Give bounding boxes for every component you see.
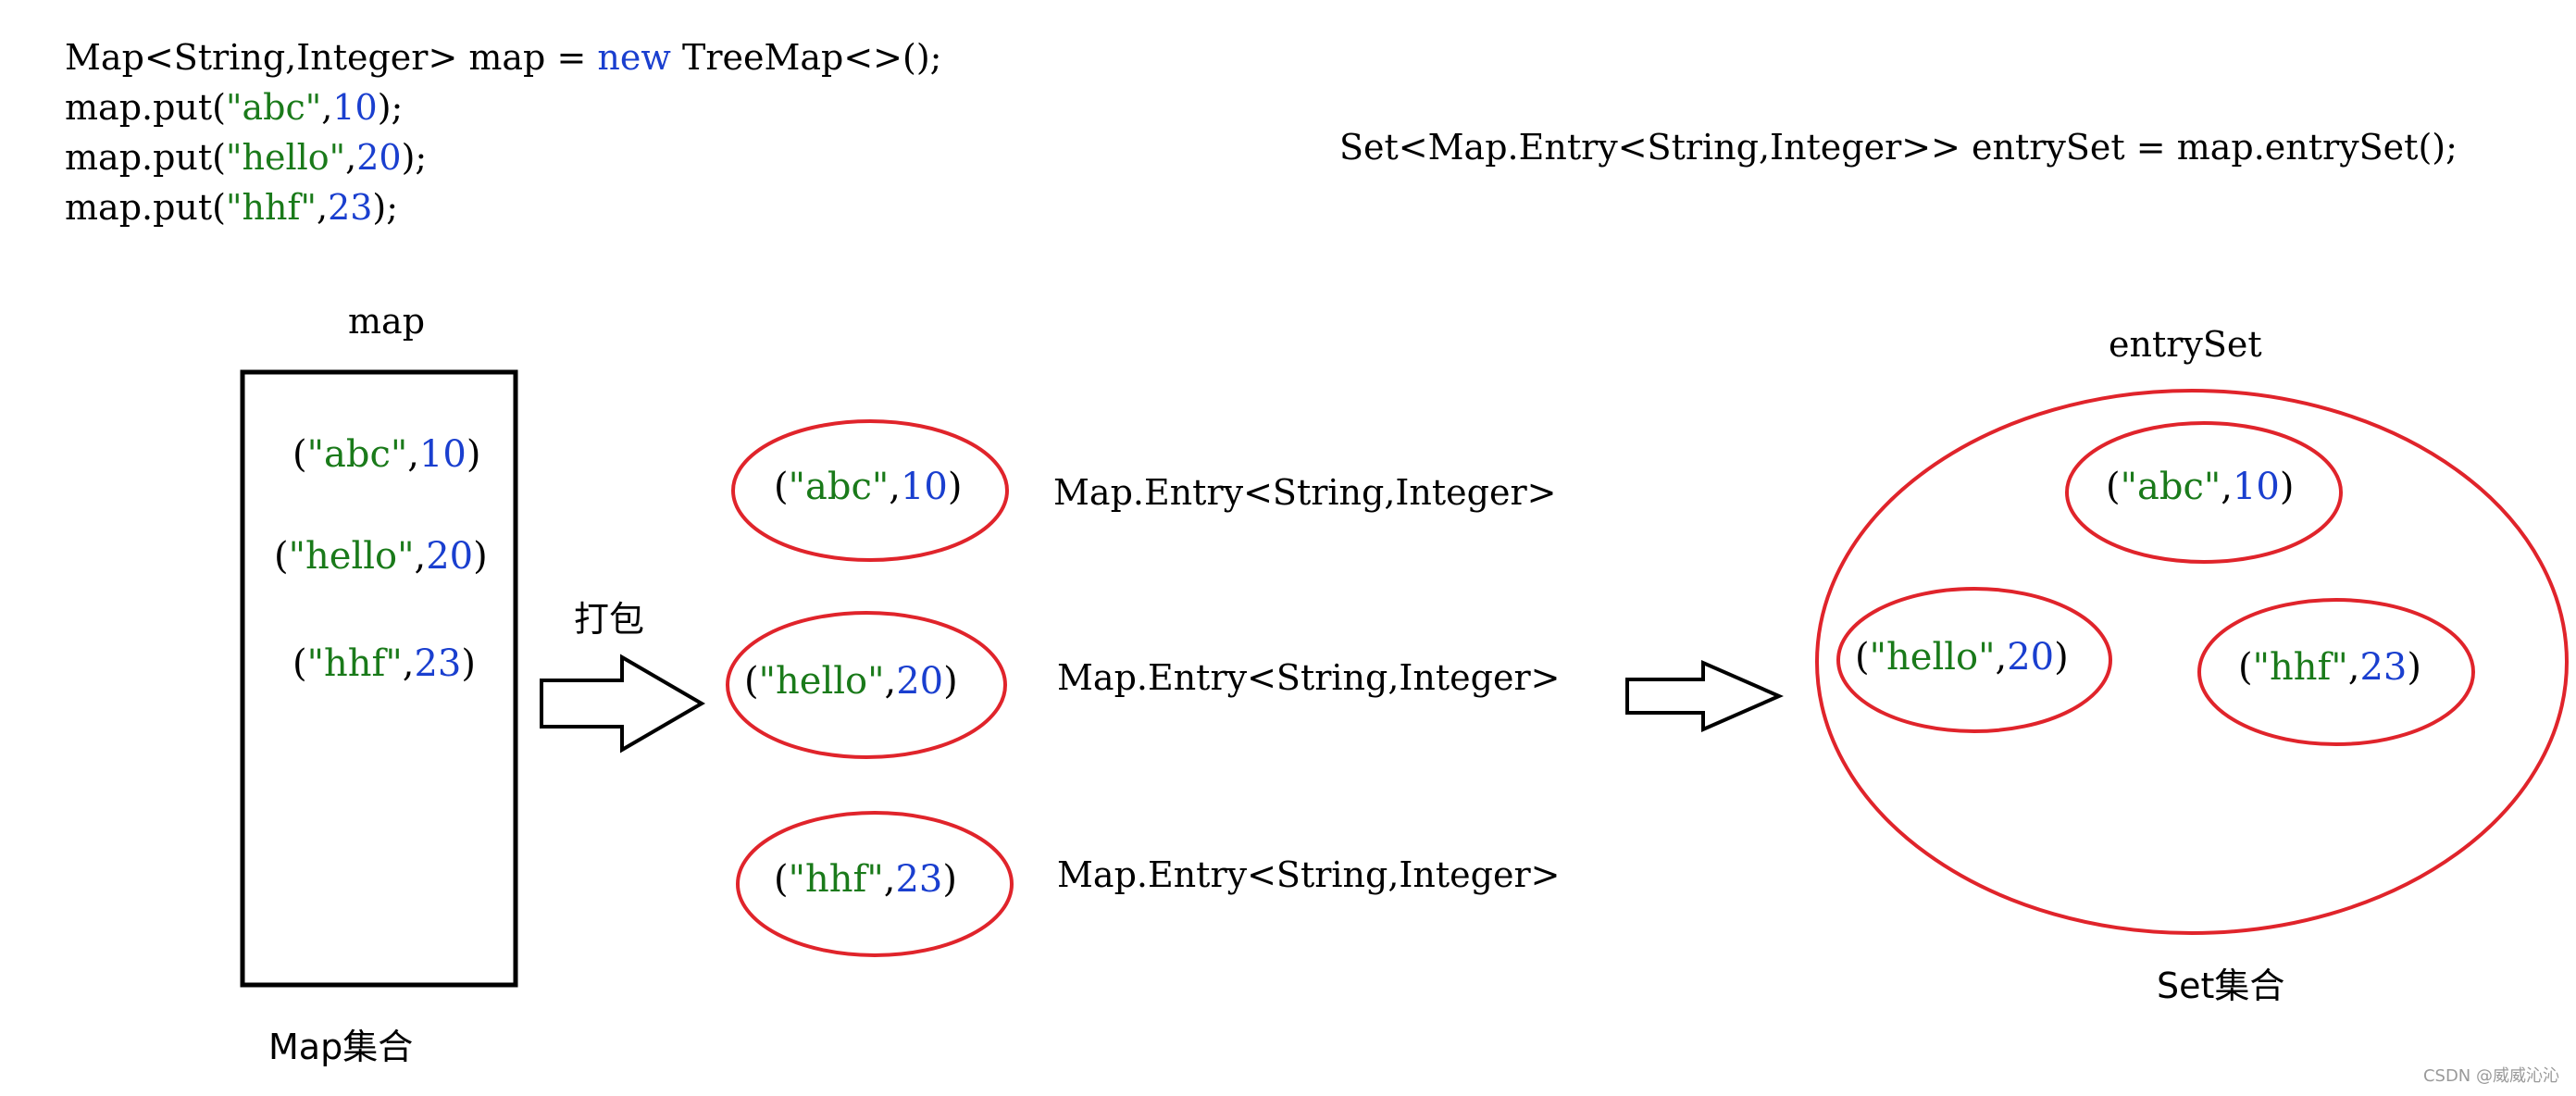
set-ellipse-abc xyxy=(2065,421,2343,564)
pair-key: "hhf" xyxy=(306,642,403,685)
pair-value: 23 xyxy=(2359,646,2408,689)
code-string: "hello" xyxy=(226,137,346,178)
code-number: 23 xyxy=(328,187,373,228)
set-ellipse-hhf xyxy=(2197,598,2475,746)
pair-value: 20 xyxy=(896,660,944,703)
entryset-ellipse xyxy=(1815,389,2569,935)
entry-ellipse-abc xyxy=(731,419,1009,562)
pair-key: "hhf" xyxy=(788,858,884,901)
pair-value: 10 xyxy=(2232,466,2280,508)
code-text: , xyxy=(345,137,357,178)
code-text: map.put( xyxy=(65,187,226,228)
pair-value: 10 xyxy=(418,433,467,476)
map-label: map xyxy=(348,301,426,342)
pair-value: 20 xyxy=(2007,636,2055,679)
pair-key: "hhf" xyxy=(2252,646,2348,689)
map-pair-hello: ("hello",20) xyxy=(274,535,488,578)
pair-key: "hello" xyxy=(1869,636,1996,679)
code-text: ); xyxy=(377,87,404,128)
pair-key: "abc" xyxy=(306,433,408,476)
code-text: Map<String,Integer> map = xyxy=(65,37,598,78)
pack-label: 打包 xyxy=(574,599,645,640)
code-text: ); xyxy=(401,137,428,178)
set-collection-label: Set集合 xyxy=(2157,965,2285,1006)
pack-arrow xyxy=(540,654,705,754)
code-keyword: new xyxy=(597,37,671,78)
code-number: 20 xyxy=(356,137,402,178)
code-text: , xyxy=(316,187,329,228)
pair-value: 23 xyxy=(895,858,943,901)
pair-key: "hello" xyxy=(288,535,415,578)
entryset-code-line: Set<Map.Entry<String,Integer>> entrySet … xyxy=(1339,127,2458,168)
code-text: map.put( xyxy=(65,137,226,178)
code-line-1: Map<String,Integer> map = new TreeMap<>(… xyxy=(65,32,941,82)
collect-arrow xyxy=(1625,659,1784,733)
map-pair-hhf: ("hhf",23) xyxy=(292,642,476,685)
entry-pair-abc: ("abc",10) xyxy=(774,466,963,508)
entry-ellipse-hello xyxy=(726,611,1007,759)
entry-type-label-1: Map.Entry<String,Integer> xyxy=(1053,472,1557,513)
set-ellipse-hello xyxy=(1836,587,2112,733)
code-line-3: map.put("hello",20); xyxy=(65,132,427,182)
set-pair-hhf: ("hhf",23) xyxy=(2238,646,2421,689)
pair-value: 10 xyxy=(900,466,948,508)
watermark: CSDN @威威沁沁 xyxy=(2422,1066,2559,1086)
code-text: TreeMap<>(); xyxy=(670,37,942,78)
pair-key: "hello" xyxy=(758,660,885,703)
code-line-2: map.put("abc",10); xyxy=(65,82,403,132)
pair-key: "abc" xyxy=(2120,466,2221,508)
map-pair-abc: ("abc",10) xyxy=(292,433,481,476)
code-line-4: map.put("hhf",23); xyxy=(65,182,398,232)
entry-type-label-3: Map.Entry<String,Integer> xyxy=(1057,854,1561,895)
set-pair-abc: ("abc",10) xyxy=(2106,466,2295,508)
entry-ellipse-hhf xyxy=(736,811,1014,957)
code-text: ); xyxy=(372,187,399,228)
code-number: 10 xyxy=(332,87,378,128)
pair-value: 23 xyxy=(414,642,462,685)
code-text: , xyxy=(321,87,333,128)
entryset-label: entrySet xyxy=(2109,324,2262,365)
map-collection-label: Map集合 xyxy=(268,1027,414,1067)
set-pair-hello: ("hello",20) xyxy=(1855,636,2069,679)
pair-value: 20 xyxy=(426,535,474,578)
code-string: "hhf" xyxy=(226,187,317,228)
pair-key: "abc" xyxy=(788,466,890,508)
code-string: "abc" xyxy=(226,87,322,128)
entry-type-label-2: Map.Entry<String,Integer> xyxy=(1057,657,1561,698)
entry-pair-hhf: ("hhf",23) xyxy=(774,858,957,901)
code-text: map.put( xyxy=(65,87,226,128)
map-box xyxy=(240,369,518,988)
entry-pair-hello: ("hello",20) xyxy=(744,660,958,703)
